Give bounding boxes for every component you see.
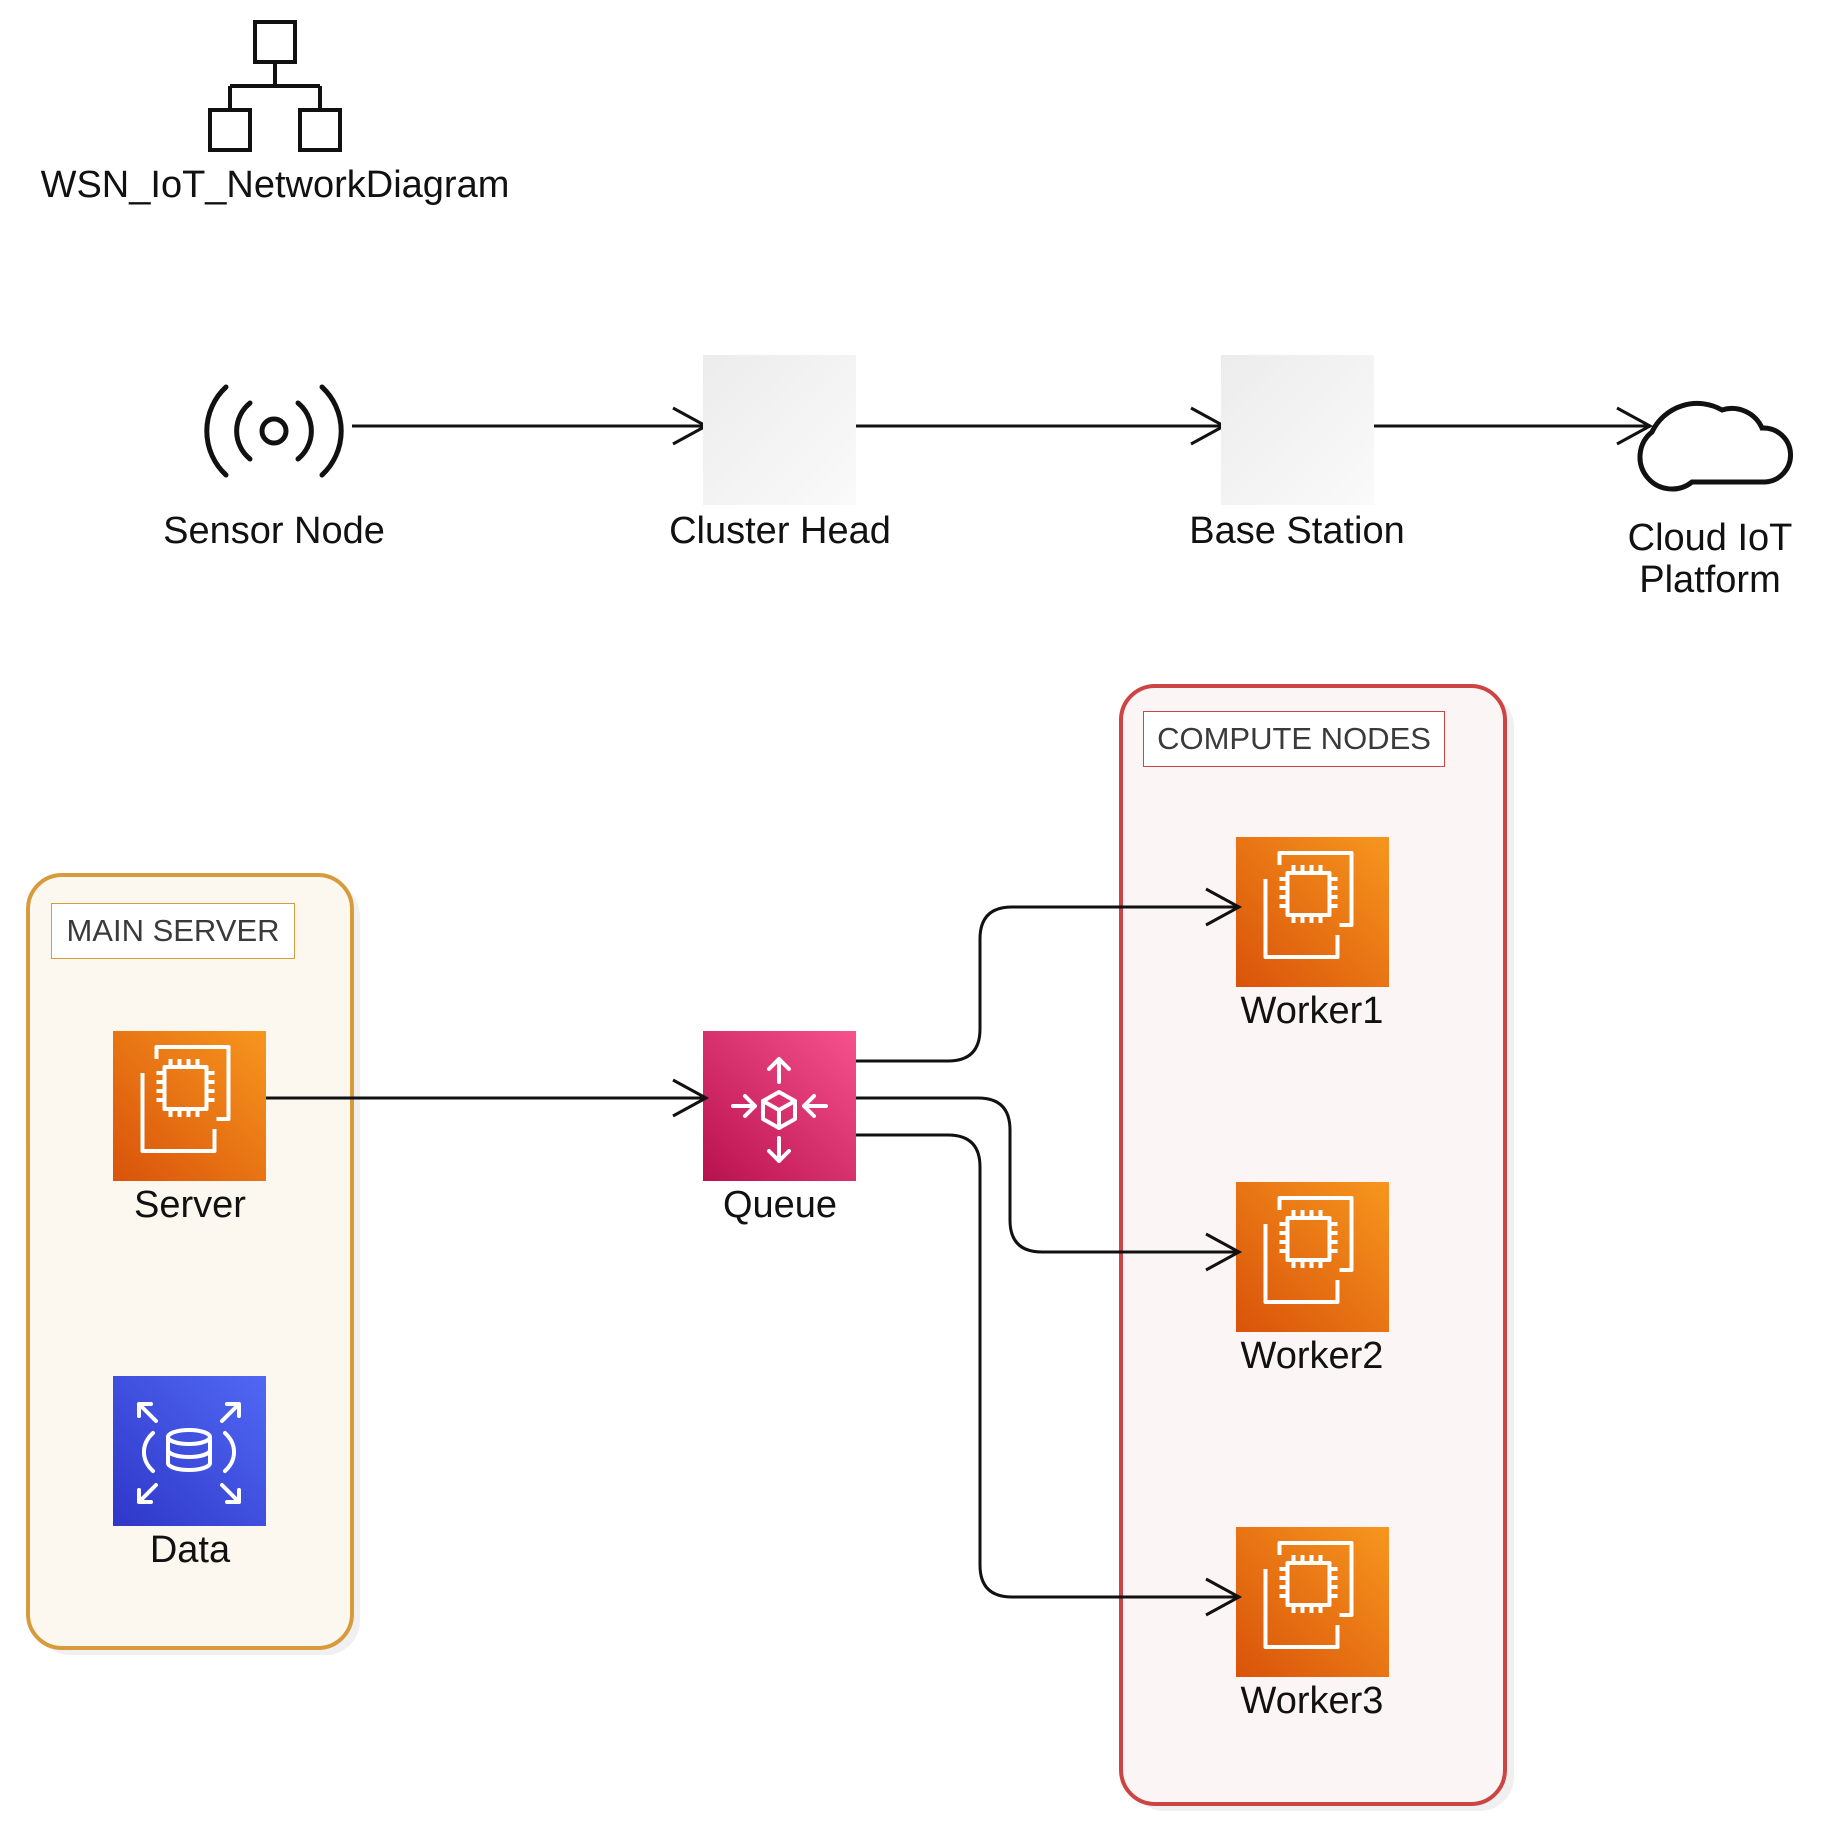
worker3-icon xyxy=(1236,1527,1389,1677)
cloud-iot-label-line2: Platform xyxy=(1639,559,1781,601)
cloud-iot-label-line1: Cloud IoT xyxy=(1627,517,1793,559)
edge-queue-to-worker2 xyxy=(856,1096,1236,1254)
cloud-icon xyxy=(1637,400,1793,492)
sensor-node-icon xyxy=(204,384,344,478)
base-station-icon xyxy=(1221,355,1374,505)
server-label: Server xyxy=(134,1184,246,1226)
edge-queue-to-worker3 xyxy=(856,1133,1236,1599)
worker1-label: Worker1 xyxy=(1240,990,1384,1032)
server-icon xyxy=(113,1031,266,1181)
diagram-hierarchy-icon xyxy=(208,20,342,152)
base-station-label: Base Station xyxy=(1189,510,1405,552)
diagram-title: WSN_IoT_NetworkDiagram xyxy=(40,164,510,206)
data-label: Data xyxy=(149,1529,231,1571)
queue-label: Queue xyxy=(722,1184,838,1226)
worker3-label: Worker3 xyxy=(1240,1680,1384,1722)
queue-icon xyxy=(703,1031,856,1181)
compute-nodes-group-title: COMPUTE NODES xyxy=(1144,712,1444,766)
cluster-head-icon xyxy=(703,355,856,505)
worker2-label: Worker2 xyxy=(1240,1335,1384,1377)
worker1-icon xyxy=(1236,837,1389,987)
sensor-node-label: Sensor Node xyxy=(163,510,385,552)
database-icon xyxy=(113,1376,266,1526)
main-server-group-title: MAIN SERVER xyxy=(52,904,294,958)
edge-queue-to-worker1 xyxy=(856,905,1236,1063)
top-flow-edges xyxy=(352,406,1654,446)
lower-flow-edges xyxy=(266,887,1243,1617)
cluster-head-label: Cluster Head xyxy=(669,510,891,552)
worker2-icon xyxy=(1236,1182,1389,1332)
